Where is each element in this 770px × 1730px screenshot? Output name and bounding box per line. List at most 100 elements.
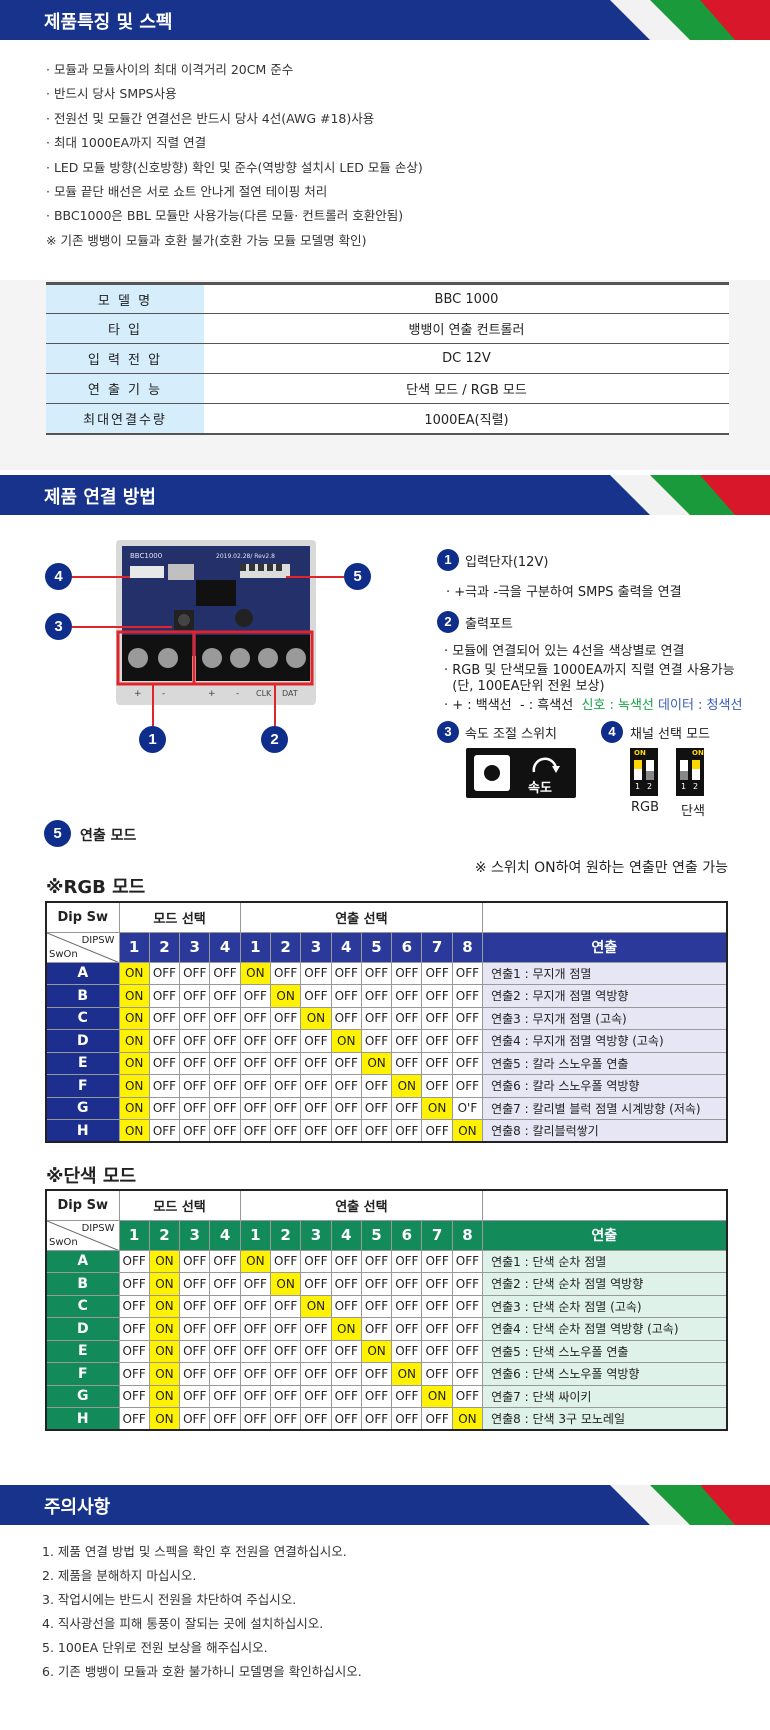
rotate-arrow-icon — [532, 757, 560, 773]
callout-leader — [72, 576, 130, 578]
switch-state-cell: OFF — [421, 984, 453, 1008]
spec-value: 1000EA(직렬) — [204, 403, 729, 434]
dip-slot — [646, 760, 654, 780]
switch-state-cell: OFF — [179, 1294, 211, 1318]
switch-number: 6 — [391, 1219, 423, 1251]
switch-state-cell: OFF — [239, 984, 271, 1008]
switch-state-cell: OFF — [330, 1074, 362, 1098]
switch-state-cell: OFF — [360, 1029, 393, 1053]
speed-label: 속도 — [528, 781, 552, 796]
switch-state-cell: OFF — [391, 1294, 423, 1318]
switch-number: 2 — [148, 931, 181, 963]
switch-state-cell: ON — [269, 1272, 302, 1296]
switch-state-cell: OFF — [330, 1339, 362, 1363]
switch-state-cell: OFF — [269, 1362, 302, 1386]
switch-state-cell: OFF — [360, 1317, 393, 1341]
switch-number: 8 — [451, 931, 484, 963]
switch-number: 7 — [421, 1219, 453, 1251]
terminal-label: DAT — [282, 689, 298, 698]
switch-state-cell: OFF — [179, 1051, 211, 1075]
switch-state-cell: OFF — [209, 1119, 241, 1143]
spec-value: 뱅뱅이 연출 컨트롤러 — [204, 313, 729, 344]
switch-state-cell: OFF — [451, 1317, 484, 1341]
callout-leader — [286, 576, 344, 578]
mono-label: 단색 — [681, 804, 705, 819]
switch-state-cell: ON — [330, 1317, 362, 1341]
switch-state-cell: OFF — [451, 1006, 484, 1030]
switch-state-cell: OFF — [451, 1051, 484, 1075]
switch-state-cell: OFF — [391, 1096, 423, 1120]
switch-state-cell: OFF — [269, 1119, 302, 1143]
switch-state-cell: OFF — [179, 1407, 211, 1431]
switch-state-cell: OFF — [330, 1407, 362, 1431]
dip-switch-rgb: ON 1 2 — [630, 748, 658, 796]
callout-leader — [72, 626, 172, 628]
switch-state-cell: OFF — [179, 1384, 211, 1408]
switch-state-cell: OFF — [209, 1006, 241, 1030]
switch-number: 5 — [360, 931, 393, 963]
switch-state-cell: OFF — [179, 1317, 211, 1341]
switch-state-cell: OFF — [421, 1074, 453, 1098]
switch-state-cell: ON — [118, 984, 150, 1008]
switch-state-cell: ON — [300, 1006, 332, 1030]
switch-state-cell: OFF — [391, 984, 423, 1008]
switch-state-cell: OFF — [209, 1074, 241, 1098]
switch-state-cell: OFF — [360, 1074, 393, 1098]
diag-bottom-label: SwOn — [49, 948, 78, 960]
spec-value: DC 12V — [204, 343, 729, 374]
spec-value: BBC 1000 — [204, 283, 729, 314]
switch-state-cell: OFF — [300, 1119, 332, 1143]
switch-state-cell: OFF — [209, 1249, 241, 1273]
switch-state-cell: OFF — [421, 1294, 453, 1318]
switch-state-cell: OFF — [118, 1362, 150, 1386]
input-terminal-heading: 입력단자(12V) — [465, 555, 549, 570]
switch-state-cell: OFF — [451, 1074, 484, 1098]
row-label: G — [45, 1384, 120, 1408]
row-label: B — [45, 984, 120, 1008]
switch-state-cell: OFF — [209, 1317, 241, 1341]
caution-item: 6. 기존 뱅뱅이 모듈과 호환 불가하니 모델명을 확인하십시오. — [42, 1664, 362, 1679]
switch-state-cell: OFF — [421, 1249, 453, 1273]
switch-number: 2 — [269, 931, 302, 963]
switch-state-cell: OFF — [300, 984, 332, 1008]
switch-state-cell: OFF — [391, 1317, 423, 1341]
switch-state-cell: OFF — [209, 1384, 241, 1408]
switch-state-cell: OFF — [451, 1384, 484, 1408]
caution-item: 4. 직사광선을 피해 통풍이 잘되는 곳에 설치하십시오. — [42, 1616, 324, 1631]
switch-state-cell: ON — [330, 1029, 362, 1053]
switch-number: 1 — [239, 1219, 271, 1251]
row-label: F — [45, 1362, 120, 1386]
effect-name: 연출2 : 무지개 점멸 역방향 — [482, 984, 728, 1008]
switch-number: 1 — [118, 1219, 150, 1251]
switch-state-cell: OFF — [209, 984, 241, 1008]
switch-state-cell: OFF — [239, 1051, 271, 1075]
dip-slot — [692, 760, 700, 780]
switch-state-cell: OFF — [148, 1096, 181, 1120]
switch-state-cell: OFF — [148, 1051, 181, 1075]
switch-state-cell: OFF — [391, 1384, 423, 1408]
switch-state-cell: OFF — [239, 1096, 271, 1120]
switch-number: 6 — [391, 931, 423, 963]
switch-state-cell: OFF — [300, 1051, 332, 1075]
caution-list: 1. 제품 연결 방법 및 스펙을 확인 후 전원을 연결하십시오. 2. 제품… — [42, 1540, 362, 1684]
switch-state-cell: OFF — [118, 1294, 150, 1318]
switch-state-cell: OFF — [239, 1029, 271, 1053]
switch-number: 3 — [179, 931, 211, 963]
dip-slot — [634, 760, 642, 780]
switch-state-cell: OFF — [300, 1317, 332, 1341]
bullet-panel — [0, 40, 770, 280]
spec-key: 입 력 전 압 — [46, 343, 204, 374]
switch-state-cell: OFF — [209, 1051, 241, 1075]
switch-state-cell: OFF — [391, 961, 423, 985]
switch-state-cell: O'F — [451, 1096, 484, 1120]
callout-leader — [152, 684, 154, 726]
row-label: H — [45, 1407, 120, 1431]
switch-state-cell: OFF — [239, 1384, 271, 1408]
